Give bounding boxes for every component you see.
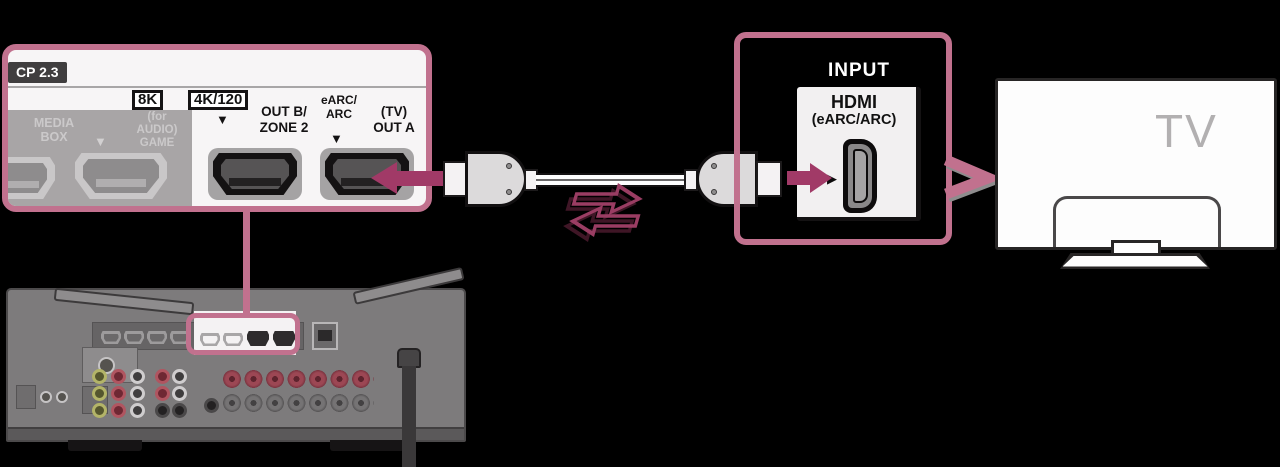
out-b-zone2-label: OUT B/ ZONE 2 <box>259 104 309 135</box>
hdmi-out-port <box>273 331 295 346</box>
hdmi-port-graphic <box>72 150 170 202</box>
tv-hdmi-input-panel: HDMI (eARC/ARC) ▶ <box>797 87 921 221</box>
hdmi-in-port <box>101 331 121 344</box>
tv-stand-base <box>1060 253 1210 269</box>
badge-8k: 8K <box>132 90 164 110</box>
hdmi-cable <box>536 173 686 187</box>
power-cord <box>402 366 416 467</box>
hdmi-in-port <box>170 331 190 344</box>
hdmi-in-port <box>147 331 167 344</box>
grayed-ports-zone: MEDIA BOX ▼ (for AUDIO) GAME <box>8 110 192 206</box>
down-arrow-icon: ▼ <box>94 134 107 149</box>
antenna-right <box>352 266 465 305</box>
hdmi-out-port <box>247 331 269 346</box>
rca-cluster <box>92 369 148 421</box>
media-box-label: MEDIA BOX <box>33 116 75 144</box>
chevron-to-tv-icon <box>943 154 1000 203</box>
hdmi-in-port <box>223 333 243 346</box>
hdcp-version-badge: CP 2.3 <box>8 62 67 83</box>
tv-back-bulge <box>1053 196 1221 247</box>
hdmi-cable-plug-right <box>756 161 782 197</box>
game-port-label: (for AUDIO) GAME <box>136 111 178 149</box>
connector-jack <box>40 391 52 403</box>
hdmi-in-port <box>124 331 144 344</box>
connector-jack <box>56 391 68 403</box>
bidirectional-signal-icon <box>563 183 643 242</box>
hdmi-cable-connector-left <box>465 151 527 207</box>
connector-module <box>16 385 36 409</box>
tv-label: TV <box>1155 105 1218 157</box>
down-arrow-icon: ▼ <box>330 131 343 146</box>
arrow-into-out-a <box>371 162 445 194</box>
tv-input-callout-frame <box>734 32 952 245</box>
hdmi-out-b-port-graphic <box>208 148 302 200</box>
receiver-foot <box>68 440 142 451</box>
divider <box>8 86 426 88</box>
input-label: INPUT <box>828 60 890 81</box>
badge-4k120: 4K/120 <box>188 90 249 110</box>
speaker-terminals-red <box>222 369 374 389</box>
antenna-left <box>53 287 195 316</box>
hdmi-out-highlight-panel <box>194 311 296 355</box>
antenna-terminal-panel <box>82 347 138 383</box>
down-arrow-icon: ▼ <box>216 112 229 127</box>
port-triangle-icon: ▶ <box>827 171 837 186</box>
receiver-bottom-edge <box>8 427 464 440</box>
receiver-ports-zoom-panel: CP 2.3 8K 4K/120 MEDIA BOX ▼ (for AUDIO)… <box>2 44 432 212</box>
tv-out-a-label: (TV) OUT A <box>373 104 415 135</box>
earc-arc-label: (eARC/ARC) <box>811 112 897 128</box>
hdmi-input-port-graphic <box>843 139 877 213</box>
earc-arc-label: eARC/ ARC <box>320 93 357 121</box>
speaker-terminals-black <box>222 393 374 413</box>
hdmi-label: HDMI <box>831 92 877 112</box>
rca-cluster <box>155 369 191 421</box>
callout-connector-line <box>243 210 250 318</box>
arrow-into-tv-input <box>787 163 832 193</box>
hdmi-port-graphic <box>8 154 58 202</box>
subwoofer-jack <box>204 398 219 413</box>
receiver-foot <box>330 440 404 451</box>
hdmi-in-port <box>200 333 220 346</box>
ethernet-port <box>312 322 338 350</box>
power-cord-boot <box>397 348 421 368</box>
hdmi-out-callout-frame <box>186 313 300 355</box>
tv-rear-view: TV <box>995 78 1277 250</box>
